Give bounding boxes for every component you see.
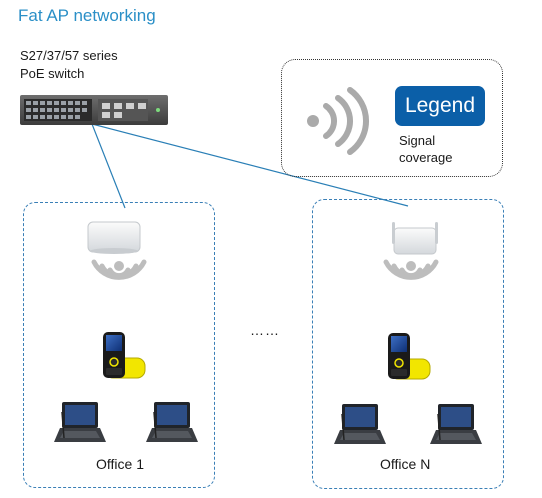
office-1-label: Office 1: [96, 456, 144, 472]
ellipsis: ……: [250, 322, 280, 338]
link-to-office-n: [91, 123, 409, 207]
signal-legend-icon: [307, 87, 369, 155]
legend-caption: Signal coverage: [399, 132, 452, 166]
legend-caption-line2: coverage: [399, 150, 453, 165]
office-n-label: Office N: [380, 456, 431, 472]
office-1-box: [23, 202, 215, 488]
access-point-icon: [87, 221, 141, 254]
wifi-signal-dot: [114, 261, 124, 271]
switch-series-label: S27/37/57 series: [20, 48, 118, 63]
poe-switch-icon: [20, 95, 168, 125]
wifi-signal-dot: [406, 261, 416, 271]
office-n-box: [312, 199, 504, 489]
legend-box: [281, 59, 503, 177]
page-title: Fat AP networking: [18, 6, 156, 25]
switch-type-label: PoE switch: [20, 66, 85, 81]
link-to-office-1: [91, 123, 126, 209]
legend-caption-line1: Signal: [399, 133, 436, 148]
access-point-icon: [392, 222, 438, 255]
legend-badge: Legend: [395, 86, 485, 126]
